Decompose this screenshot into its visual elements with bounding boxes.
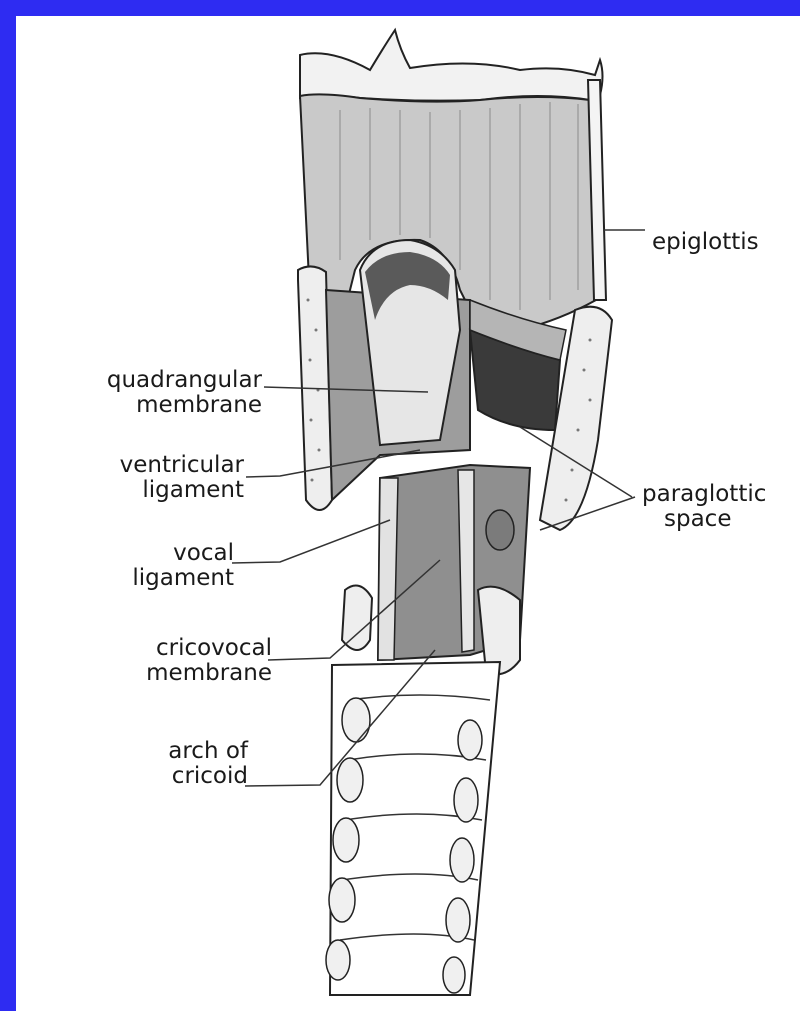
- label-quadrangular-line-2: membrane: [26, 393, 262, 418]
- label-epiglottis: epiglottis: [652, 230, 759, 255]
- label-cricovocal-membrane: cricovocal membrane: [26, 636, 272, 686]
- label-ventricular-ligament: ventricular ligament: [26, 453, 244, 503]
- label-vocal-ligament: vocal ligament: [26, 541, 234, 591]
- leader-vocal: [232, 520, 390, 563]
- label-paraglottic-space: paraglottic space: [642, 482, 766, 532]
- label-cricoid-line-2: cricoid: [26, 764, 248, 789]
- label-vocal-line-2: ligament: [26, 566, 234, 591]
- label-cricovocal-line-2: membrane: [26, 661, 272, 686]
- slide-canvas: epiglottis quadrangular membrane ventric…: [16, 16, 800, 1011]
- label-paraglottic-line-2: space: [642, 507, 766, 532]
- epiglottis-rim: [300, 30, 603, 101]
- vocal-ligament-edge: [378, 478, 398, 660]
- label-ventricular-line-2: ligament: [26, 478, 244, 503]
- label-arch-of-cricoid: arch of cricoid: [26, 739, 248, 789]
- label-paraglottic-line-1: paraglottic: [642, 482, 766, 507]
- label-ventricular-line-1: ventricular: [26, 453, 244, 478]
- label-vocal-line-1: vocal: [26, 541, 234, 566]
- paraglottic-hole: [486, 510, 514, 550]
- label-quadrangular-membrane: quadrangular membrane: [26, 368, 262, 418]
- label-cricoid-line-1: arch of: [26, 739, 248, 764]
- label-cricovocal-line-1: cricovocal: [26, 636, 272, 661]
- arytenoid-left: [342, 586, 372, 651]
- label-quadrangular-line-1: quadrangular: [26, 368, 262, 393]
